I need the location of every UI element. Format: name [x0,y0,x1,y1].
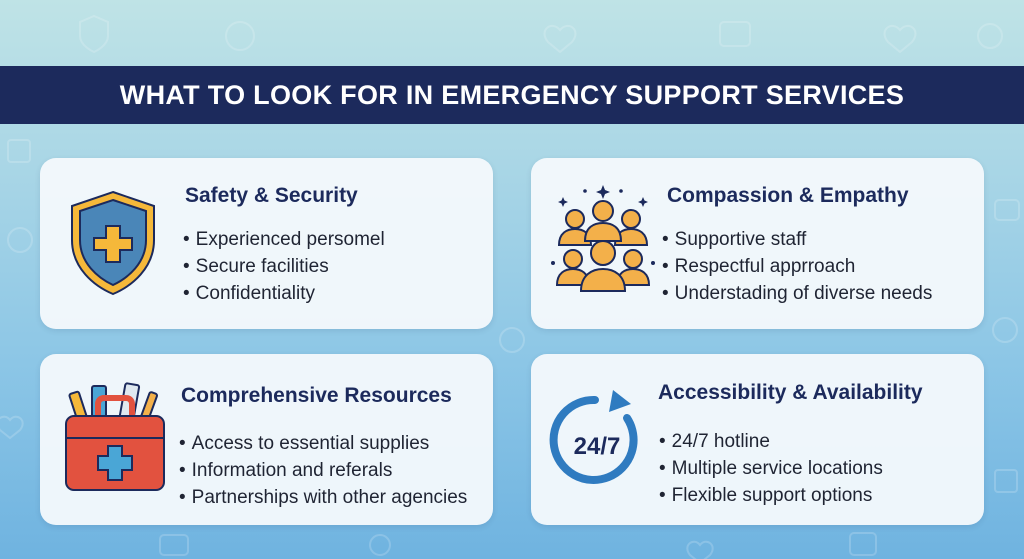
card-comprehensive-resources: Comprehensive Resources Access to essent… [40,354,493,525]
card-accessibility-availability: 24/7 Accessibility & Availability 24/7 h… [531,354,984,525]
card-list: Supportive staff Respectful apprroach Un… [662,226,933,307]
page-title: WHAT TO LOOK FOR IN EMERGENCY SUPPORT SE… [119,79,905,110]
card-safety-security: Safety & Security Experienced persomel S… [40,158,493,329]
card-list: 24/7 hotline Multiple service locations … [659,428,883,509]
list-item: Partnerships with other agencies [179,484,468,511]
card-list: Experienced persomel Secure facilities C… [183,226,385,307]
shield-cross-icon [71,190,155,296]
list-item: Experienced persomel [183,226,385,253]
list-item: 24/7 hotline [659,428,883,455]
card-title: Accessibility & Availability [658,381,923,404]
list-item: Respectful apprroach [662,253,932,280]
people-group-icon [551,185,655,292]
card-title: Compassion & Empathy [667,184,909,207]
clock-24-7-icon: 24/7 [549,390,638,484]
card-compassion-empathy: Compassion & Empathy Supportive staff Re… [531,158,984,329]
list-item: Understading of diverse needs [662,280,933,307]
list-item: Secure facilities [183,253,385,280]
card-title: Comprehensive Resources [181,384,452,407]
list-item: Access to essential supplies [179,430,467,457]
list-item: Information and referals [179,457,467,484]
clock-label: 24/7 [574,433,621,460]
card-list: Access to essential supplies Information… [179,430,468,511]
list-item: Multiple service locations [659,455,883,482]
list-item: Flexible support options [659,482,883,509]
list-item: Supportive staff [662,226,932,253]
title-banner: WHAT TO LOOK FOR IN EMERGENCY SUPPORT SE… [0,66,1024,124]
card-title: Safety & Security [185,184,358,207]
first-aid-kit-icon [65,382,165,491]
list-item: Confidentiality [183,280,385,307]
